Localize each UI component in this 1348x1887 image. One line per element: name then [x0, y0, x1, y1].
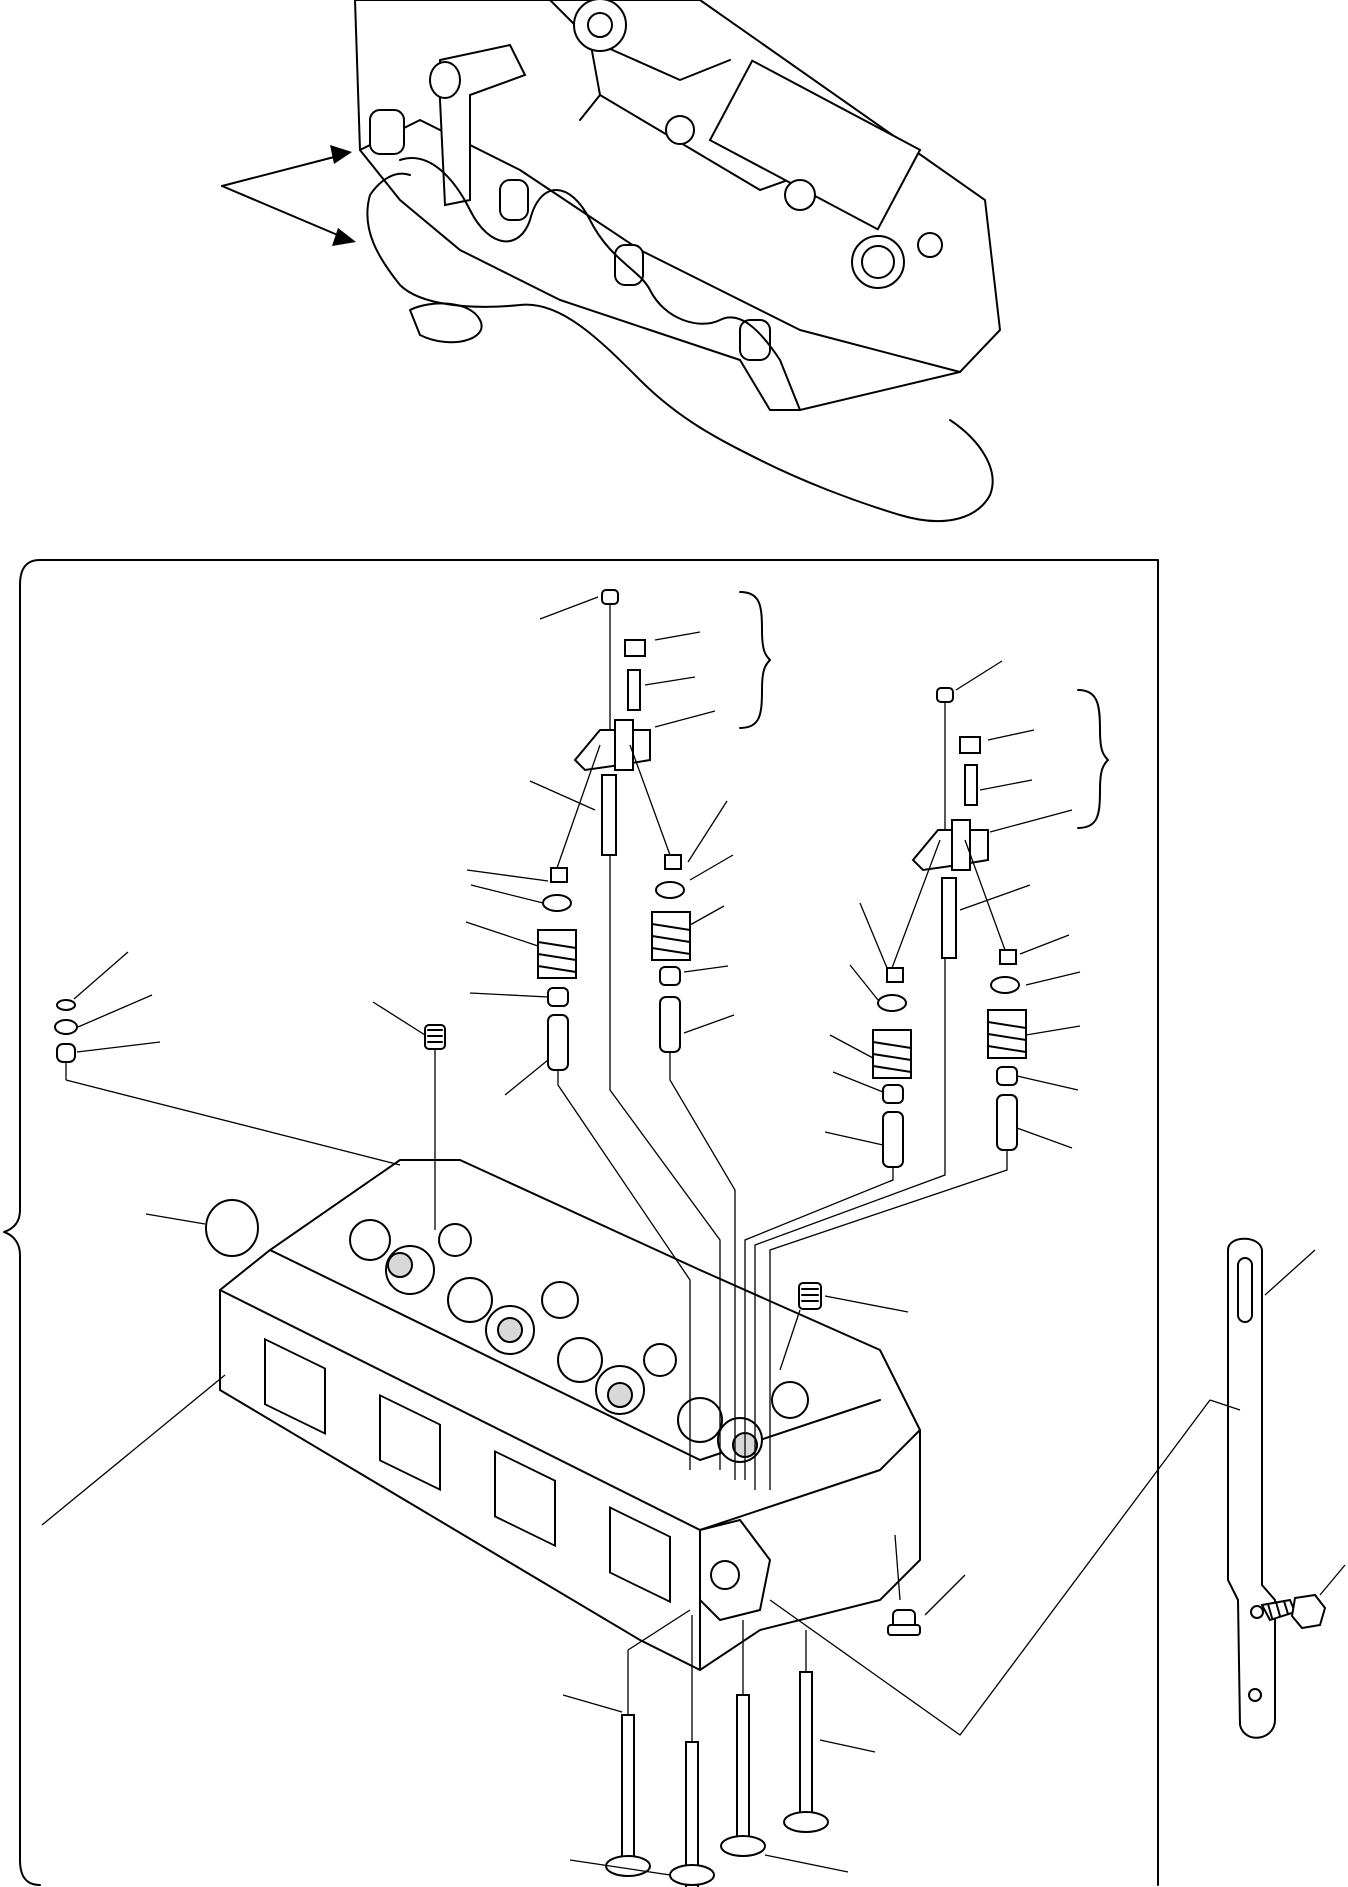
callout-arrows — [221, 145, 356, 246]
valve-spring — [465, 744, 735, 1096]
cylinder-head — [219, 1159, 921, 1672]
valve-seat-insert — [372, 1001, 909, 1371]
intake-valve — [562, 1609, 715, 1887]
rocker-bridge — [911, 660, 1109, 959]
plug-bolt — [887, 1534, 966, 1636]
valve-cover-gasket — [366, 172, 994, 523]
rocker-bridge — [529, 589, 771, 856]
flange-bolt — [1260, 1564, 1346, 1630]
valve-stem-seal-stack — [54, 951, 401, 1166]
assembly-bracket-frame — [3, 559, 1159, 1886]
valve-spring — [824, 839, 1081, 1168]
lifting-bracket — [769, 1237, 1316, 1739]
assembly-leader-lines — [557, 855, 1008, 1490]
expansion-plug — [205, 1199, 259, 1257]
valve-cover — [353, 0, 1002, 411]
exhaust-valve — [720, 1620, 876, 1873]
